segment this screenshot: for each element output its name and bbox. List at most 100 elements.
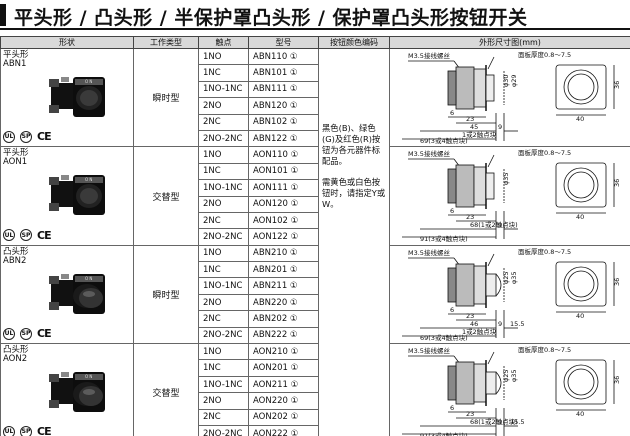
series-name: ABN1	[3, 59, 27, 69]
svg-text:40: 40	[576, 213, 584, 221]
csa-cert-icon: SP	[20, 229, 32, 242]
model-cell: AON101 ①	[248, 162, 319, 181]
header-contact: 触点	[198, 36, 249, 49]
shape-name: 凸头形	[3, 345, 29, 356]
button-photo: O N	[47, 169, 117, 217]
model-cell: AON210 ①	[248, 343, 319, 361]
contact-cell: 1NO	[198, 343, 249, 361]
svg-text:φ35: φ35	[510, 271, 518, 284]
csa-cert-icon: SP	[20, 327, 32, 340]
svg-text:O N: O N	[85, 177, 92, 182]
svg-text:23: 23	[466, 115, 474, 123]
header-dimensions: 外形尺寸图(mm)	[389, 36, 630, 49]
svg-text:φ29: φ29	[510, 74, 518, 87]
contact-cell: 2NC	[198, 211, 249, 230]
svg-text:46: 46	[470, 320, 478, 328]
svg-text:23: 23	[466, 410, 474, 418]
contact-cell: 2NO-2NC	[198, 129, 249, 148]
dimension-drawing-svg: M3.5接线螺丝面板厚度0.8～7.5φ3562368(1或2触点块)91(3或…	[402, 148, 621, 243]
ul-cert-icon: UL	[3, 425, 15, 436]
model-cell: ABN222 ①	[248, 326, 319, 345]
model-cell: AON202 ①	[248, 408, 319, 426]
svg-text:面板厚度0.8～7.5: 面板厚度0.8～7.5	[518, 50, 571, 59]
svg-text:40: 40	[576, 312, 584, 320]
ce-mark-icon: CE	[37, 228, 52, 242]
model-cell: ABN102 ①	[248, 113, 319, 131]
model-cell: ABN211 ①	[248, 277, 319, 295]
svg-text:6: 6	[450, 109, 454, 117]
svg-text:6: 6	[450, 306, 454, 314]
svg-text:36: 36	[613, 277, 621, 285]
series-name: AON2	[3, 354, 28, 365]
ul-cert-icon: UL	[3, 327, 15, 340]
contact-cell: 1NC	[198, 359, 249, 377]
series-name: ABN2	[3, 255, 27, 266]
svg-text:36: 36	[613, 376, 621, 384]
svg-text:69(3或4触点块): 69(3或4触点块)	[420, 136, 468, 145]
shape-name: 平头形	[3, 50, 29, 60]
contact-cell: 2NO	[198, 97, 249, 115]
button-photo: O N	[47, 268, 117, 316]
svg-text:36: 36	[613, 179, 621, 187]
model-cell: ABN210 ①	[248, 244, 319, 263]
svg-text:40: 40	[576, 410, 584, 418]
contact-cell: 2NO-2NC	[198, 424, 249, 436]
model-cell: ABN120 ①	[248, 97, 319, 115]
color-code-cell: 黑色(B)、绿色(G)及红色(R)按钮为各元器件标配品。需黄色或白色按钮时，请指…	[318, 47, 390, 436]
svg-text:O N: O N	[85, 374, 92, 379]
contact-cell: 1NO-1NC	[198, 277, 249, 295]
contact-cell: 2NO-2NC	[198, 228, 249, 246]
svg-text:O N: O N	[85, 276, 92, 281]
csa-cert-icon: SP	[20, 425, 32, 436]
svg-text:φ30: φ30	[502, 74, 510, 87]
ul-cert-icon: UL	[3, 130, 15, 143]
svg-text:O N: O N	[85, 79, 92, 84]
contact-cell: 2NO	[198, 392, 249, 410]
cert-marks: UL SP CE	[3, 425, 52, 436]
title-rule	[0, 28, 630, 30]
model-cell: AON222 ①	[248, 424, 319, 436]
contact-cell: 1NO	[198, 244, 249, 263]
contact-cell: 2NC	[198, 113, 249, 131]
ce-mark-icon: CE	[37, 425, 52, 436]
svg-text:9: 9	[498, 221, 502, 229]
model-cell: ABN122 ①	[248, 129, 319, 148]
svg-text:φ25: φ25	[502, 369, 510, 382]
contact-cell: 1NC	[198, 162, 249, 181]
operation-type: 瞬时型	[133, 47, 199, 148]
model-cell: AON110 ①	[248, 146, 319, 164]
header-color-code: 按钮颜色编码	[318, 36, 390, 49]
model-cell: ABN110 ①	[248, 47, 319, 66]
contact-cell: 2NO-2NC	[198, 326, 249, 345]
contact-cell: 1NO-1NC	[198, 80, 249, 99]
shape-name: 凸头形	[3, 246, 29, 257]
model-cell: AON111 ①	[248, 179, 319, 197]
svg-text:91(3或4触点块): 91(3或4触点块)	[420, 234, 468, 243]
svg-text:68(1或2触点块): 68(1或2触点块)	[470, 220, 518, 229]
svg-text:1或2触点块: 1或2触点块	[462, 130, 497, 139]
header-model: 型号	[248, 36, 319, 49]
svg-text:9: 9	[498, 418, 502, 426]
svg-text:91(3或4触点块): 91(3或4触点块)	[420, 431, 468, 436]
model-cell: AON220 ①	[248, 392, 319, 410]
svg-text:φ35: φ35	[502, 173, 510, 186]
